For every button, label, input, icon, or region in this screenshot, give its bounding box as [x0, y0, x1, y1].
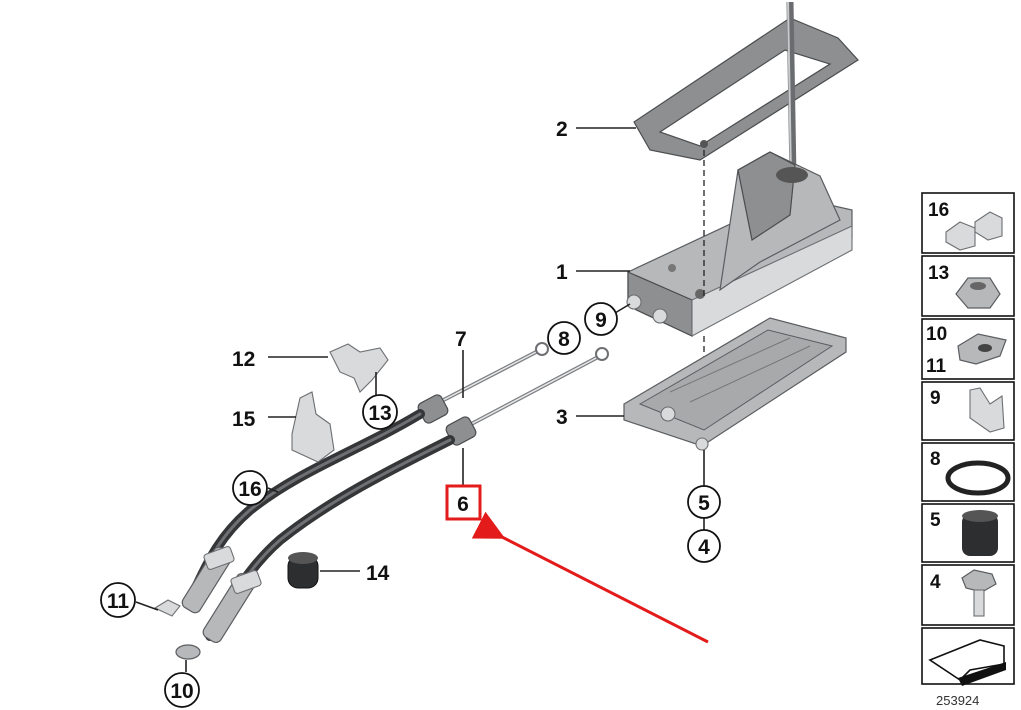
callout-4: 4 — [687, 529, 721, 563]
cable-end-sleeves — [181, 545, 262, 644]
legend-8: 8 — [930, 449, 941, 470]
leader-lines — [135, 127, 705, 672]
legend-10: 10 — [926, 324, 947, 345]
callout-12: 12 — [232, 348, 255, 371]
callout-5: 5 — [687, 485, 721, 519]
callout-14: 14 — [366, 562, 390, 585]
callout-7: 7 — [455, 328, 467, 351]
svg-text:16: 16 — [238, 478, 261, 501]
callout-15: 15 — [232, 408, 256, 431]
pointer-arrow-icon — [471, 511, 709, 644]
callout-9: 9 — [584, 302, 618, 336]
legend-5: 5 — [930, 510, 941, 531]
clip-part-11 — [153, 599, 181, 617]
callout-10: 10 — [164, 672, 200, 708]
svg-text:4: 4 — [698, 536, 710, 559]
diagram-id: 253924 — [936, 693, 979, 708]
callout-3: 3 — [556, 406, 568, 429]
bracket-part-12 — [329, 343, 389, 393]
shifter-housing-part-1 — [626, 151, 853, 337]
legend-13: 13 — [928, 263, 949, 284]
callout-11: 11 — [100, 582, 136, 618]
gasket-part-2 — [633, 17, 859, 161]
callout-1: 1 — [556, 261, 568, 284]
base-plate-part-3 — [623, 317, 847, 451]
svg-text:11: 11 — [107, 590, 130, 613]
svg-text:6: 6 — [457, 493, 469, 516]
nut-part-10 — [175, 644, 201, 660]
svg-text:10: 10 — [170, 680, 193, 703]
callout-6-highlighted[interactable]: 6 — [445, 484, 482, 521]
shift-lever-rod — [786, 1, 797, 179]
callout-16: 16 — [232, 470, 268, 506]
legend-9: 9 — [930, 388, 941, 409]
bracket-part-15 — [291, 391, 335, 463]
svg-text:8: 8 — [558, 328, 570, 351]
callout-2: 2 — [556, 118, 568, 141]
svg-text:5: 5 — [698, 492, 710, 515]
legend-11: 11 — [926, 356, 947, 377]
callout-13: 13 — [362, 394, 398, 430]
legend-4: 4 — [930, 572, 941, 593]
svg-text:13: 13 — [368, 402, 391, 425]
svg-text:9: 9 — [595, 309, 607, 332]
callout-8: 8 — [547, 321, 581, 355]
bushing-part-14 — [287, 552, 319, 589]
legend-16: 16 — [928, 200, 949, 221]
parts-legend: 16 13 10 11 9 8 5 4 — [921, 192, 1015, 686]
